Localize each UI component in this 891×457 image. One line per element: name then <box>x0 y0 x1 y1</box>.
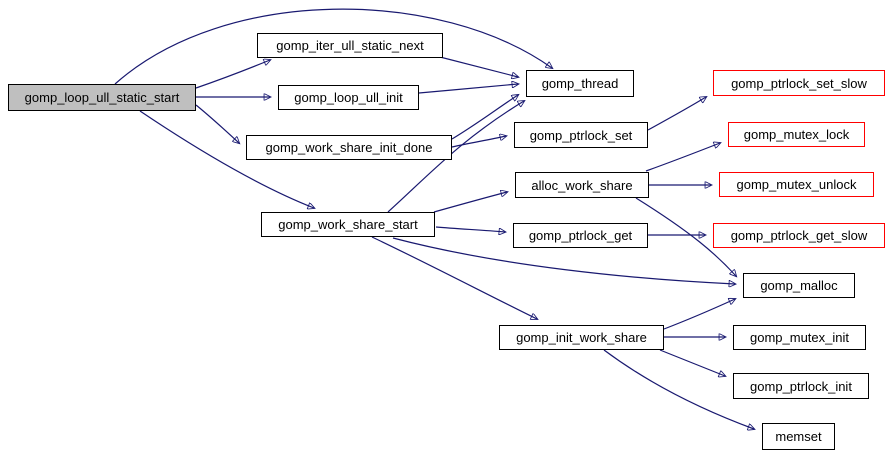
edge-gomp_loop_ull_static_start-to-gomp_iter_ull_static_next <box>195 60 270 89</box>
edge-alloc_work_share-to-gomp_malloc <box>635 197 736 276</box>
edge-gomp_ptrlock_set-to-gomp_ptrlock_set_slow <box>647 97 706 131</box>
node-gomp_mutex_unlock[interactable]: gomp_mutex_unlock <box>719 172 874 197</box>
edge-gomp_loop_ull_static_start-to-gomp_work_share_start <box>139 110 314 208</box>
edge-gomp_iter_ull_static_next-to-gomp_thread <box>439 56 518 77</box>
node-alloc_work_share[interactable]: alloc_work_share <box>515 172 649 198</box>
edge-gomp_loop_ull_static_start-to-gomp_work_share_init_done <box>195 104 239 143</box>
node-gomp_mutex_lock[interactable]: gomp_mutex_lock <box>728 122 865 147</box>
node-gomp_loop_ull_static_start[interactable]: gomp_loop_ull_static_start <box>8 84 196 111</box>
node-gomp_thread[interactable]: gomp_thread <box>526 70 634 97</box>
node-gomp_iter_ull_static_next[interactable]: gomp_iter_ull_static_next <box>257 33 443 58</box>
edge-group <box>114 8 754 429</box>
node-gomp_work_share_start[interactable]: gomp_work_share_start <box>261 212 435 237</box>
edge-gomp_loop_ull_static_start-to-gomp_thread <box>114 8 552 85</box>
node-gomp_ptrlock_set_slow[interactable]: gomp_ptrlock_set_slow <box>713 70 885 96</box>
edge-gomp_work_share_init_done-to-gomp_ptrlock_set <box>451 136 506 148</box>
edge-gomp_work_share_start-to-gomp_malloc <box>392 237 735 284</box>
edge-gomp_work_share_start-to-alloc_work_share <box>433 192 507 213</box>
edge-gomp_work_share_start-to-gomp_init_work_share <box>371 236 537 319</box>
node-gomp_malloc[interactable]: gomp_malloc <box>743 273 855 298</box>
node-gomp_init_work_share[interactable]: gomp_init_work_share <box>499 325 664 350</box>
edge-gomp_init_work_share-to-memset <box>603 349 754 429</box>
edge-gomp_work_share_init_done-to-gomp_thread <box>451 95 518 140</box>
edge-gomp_work_share_start-to-gomp_ptrlock_get <box>435 226 505 232</box>
edge-gomp_init_work_share-to-gomp_malloc <box>663 299 735 330</box>
node-gomp_ptrlock_set[interactable]: gomp_ptrlock_set <box>514 122 648 148</box>
edge-gomp_init_work_share-to-gomp_ptrlock_init <box>659 349 725 376</box>
node-gomp_ptrlock_init[interactable]: gomp_ptrlock_init <box>733 373 869 399</box>
edge-gomp_loop_ull_init-to-gomp_thread <box>418 84 518 94</box>
node-gomp_work_share_init_done[interactable]: gomp_work_share_init_done <box>246 135 452 160</box>
node-gomp_ptrlock_get[interactable]: gomp_ptrlock_get <box>513 223 648 248</box>
node-gomp_ptrlock_get_slow[interactable]: gomp_ptrlock_get_slow <box>713 223 885 248</box>
node-gomp_mutex_init[interactable]: gomp_mutex_init <box>733 325 866 350</box>
node-gomp_loop_ull_init[interactable]: gomp_loop_ull_init <box>278 85 419 110</box>
node-memset[interactable]: memset <box>762 423 835 450</box>
edge-alloc_work_share-to-gomp_mutex_lock <box>645 143 720 172</box>
